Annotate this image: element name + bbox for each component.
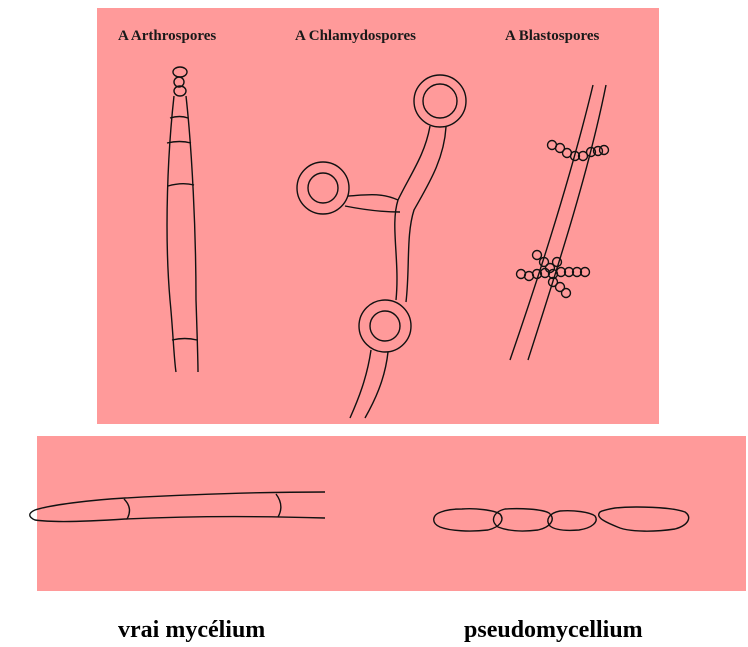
chlamydo-hypha-wall: [406, 127, 446, 302]
pseudomycelium-cell: [548, 511, 596, 531]
chlamydospore-bottom-inner: [370, 311, 400, 341]
pseudomycelium-cell: [434, 509, 502, 531]
blastospore: [533, 251, 542, 260]
arthro-hypha-left-wall: [167, 96, 176, 372]
chlamydo-branch-wall: [345, 206, 400, 212]
blastospore: [562, 289, 571, 298]
chlamydospores-drawing: [297, 75, 466, 418]
pseudomycelium-caption: pseudomycellium: [464, 617, 643, 644]
chlamydospore-top-outer: [414, 75, 466, 127]
arthrospore-top: [173, 67, 187, 77]
pseudomycelium-cell: [599, 507, 689, 531]
true-mycelium-septum: [124, 499, 129, 519]
arthro-septum: [170, 117, 188, 119]
blasto-hypha-left-wall: [510, 85, 593, 360]
chlamydospore-top-inner: [423, 84, 457, 118]
chlamydospore-left-inner: [308, 173, 338, 203]
true-mycelium-septum: [276, 494, 281, 517]
chlamydospore-bottom-outer: [359, 300, 411, 352]
blasto-hypha-right-wall: [528, 85, 606, 360]
chlamydo-hypha-lower-wall: [350, 350, 371, 418]
true-mycelium-caption: vrai mycélium: [118, 617, 265, 644]
arthro-septum: [168, 184, 194, 186]
blastospores-drawing: [510, 85, 609, 360]
arthro-septum: [172, 339, 197, 341]
blastospore: [600, 146, 609, 155]
arthro-hypha-right-wall: [186, 96, 198, 372]
arthrospores-drawing: [167, 67, 198, 372]
pseudomycelium-drawing: [434, 507, 689, 531]
chlamydospore-left-outer: [297, 162, 349, 214]
arthro-septum: [167, 142, 191, 144]
true-mycelium-drawing: [30, 492, 325, 522]
chlamydo-branch-wall: [348, 195, 398, 200]
blastospore: [553, 258, 562, 267]
